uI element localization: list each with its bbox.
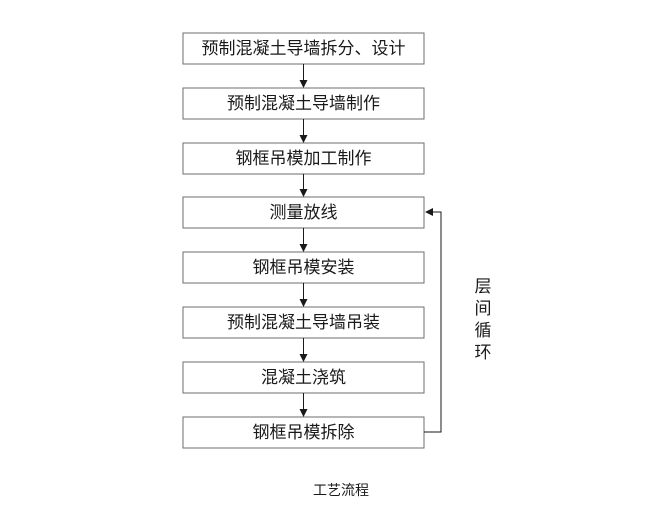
step-8: 钢框吊模拆除 — [182, 416, 425, 449]
connector-6-7 — [299, 338, 308, 362]
arrowhead-down-icon — [299, 80, 308, 88]
loop-label: 层 间 循 环 — [475, 277, 492, 363]
step-6: 预制混凝土导墙吊装 — [182, 306, 425, 339]
step-6-label: 预制混凝土导墙吊装 — [227, 313, 380, 333]
step-1-label: 预制混凝土导墙拆分、设计 — [202, 39, 406, 59]
loop-label-char-4: 环 — [475, 343, 492, 363]
arrowhead-down-icon — [299, 354, 308, 362]
figure-caption: 工艺流程 — [313, 483, 369, 499]
connector-3-4 — [299, 174, 308, 197]
loop-label-char-1: 层 — [475, 277, 492, 297]
step-2-box — [182, 87, 425, 120]
step-5: 钢框吊模安装 — [182, 251, 425, 284]
step-1-box — [182, 32, 425, 65]
connector-1-2 — [299, 64, 308, 88]
connector-4-5 — [299, 228, 308, 252]
step-2-label: 预制混凝土导墙制作 — [227, 94, 380, 114]
step-7: 混凝土浇筑 — [182, 361, 425, 394]
step-8-label: 钢框吊模拆除 — [253, 423, 355, 443]
step-5-label: 钢框吊模安装 — [253, 258, 355, 278]
arrowhead-down-icon — [299, 244, 308, 252]
step-4-label: 测量放线 — [270, 203, 338, 223]
step-4-box — [182, 196, 425, 229]
arrowhead-down-icon — [299, 299, 308, 307]
step-7-label: 混凝土浇筑 — [261, 368, 346, 388]
connector-7-8 — [299, 393, 308, 417]
step-6-box — [182, 306, 425, 339]
connector-2-3 — [299, 119, 308, 143]
connector-5-6 — [299, 283, 308, 307]
step-8-box — [182, 416, 425, 449]
step-4: 测量放线 — [182, 196, 425, 229]
step-3: 钢框吊模加工制作 — [182, 142, 425, 175]
arrowhead-down-icon — [299, 409, 308, 417]
step-2: 预制混凝土导墙制作 — [182, 87, 425, 120]
step-1: 预制混凝土导墙拆分、设计 — [182, 32, 425, 65]
arrowhead-down-icon — [299, 135, 308, 143]
loop-label-char-2: 间 — [475, 299, 492, 319]
loop-label-char-3: 循 — [475, 321, 492, 341]
loop-back-connector — [424, 208, 442, 433]
step-3-label: 钢框吊模加工制作 — [236, 149, 372, 169]
arrowhead-left-icon — [425, 208, 433, 216]
arrowhead-down-icon — [299, 189, 308, 197]
